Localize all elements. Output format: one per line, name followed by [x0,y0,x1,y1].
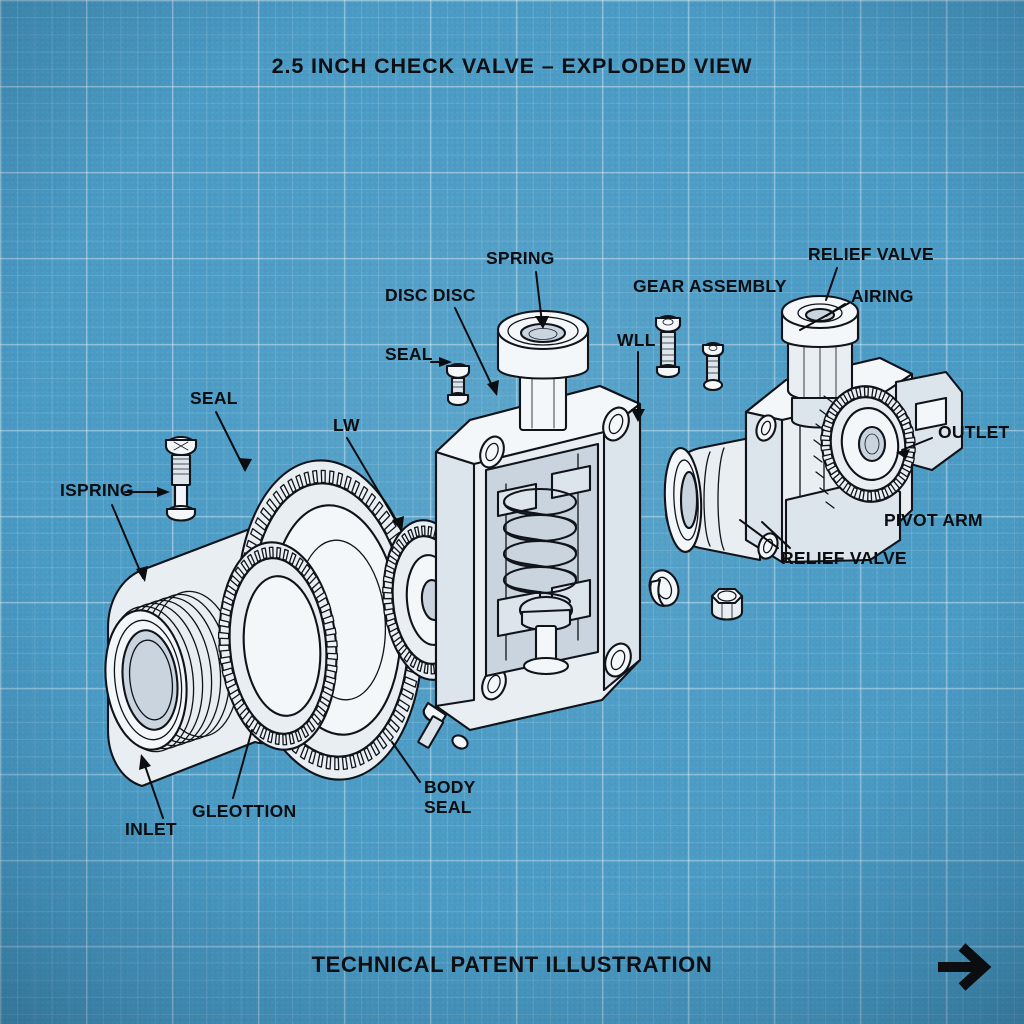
part-screw-lower [417,701,469,750]
arrow-right-icon[interactable] [932,934,998,1000]
part-timing-gear [820,385,916,503]
callout-body-seal: BODY SEAL [424,777,476,818]
callout-inlet: INLET [125,819,177,839]
callout-lw: LW [333,415,360,435]
callout-pivot-arm: PIVOT ARM [884,510,983,530]
callout-disc-disc: DISC DISC [385,285,476,305]
part-washer-ring [648,569,680,608]
callout-gear-assembly: GEAR ASSEMBLY [633,276,787,296]
part-screw-left [164,435,198,522]
part-screw-bolt-a [654,314,682,379]
page-title: 2.5 INCH CHECK VALVE – EXPLODED VIEW [271,54,753,78]
part-screw-bolt-b [701,341,725,392]
callout-spring: SPRING [486,248,555,268]
callout-ispring: ISPRING [60,480,134,500]
part-gear-medium [217,541,339,751]
callout-relief-valve-bot: RELIEF VALVE [781,548,907,568]
part-hex-nut [710,587,744,621]
callout-wll: WLL [617,330,656,350]
callout-gleottion: GLEOTTION [192,801,297,821]
callout-relief-valve-top: RELIEF VALVE [808,244,934,264]
callout-seal-left: SEAL [190,388,238,408]
callout-seal-center: SEAL [385,344,433,364]
sheet-caption: TECHNICAL PATENT ILLUSTRATION [311,952,713,977]
part-spring-cap [496,309,590,380]
part-right-housing [663,294,964,564]
callout-outlet: OUTLET [938,422,1010,442]
callout-airing: AIRING [851,286,914,306]
part-valve-body [434,366,642,732]
part-internal-spring [502,487,578,604]
part-screw-center [445,362,471,407]
part-hex-cap [780,294,860,429]
